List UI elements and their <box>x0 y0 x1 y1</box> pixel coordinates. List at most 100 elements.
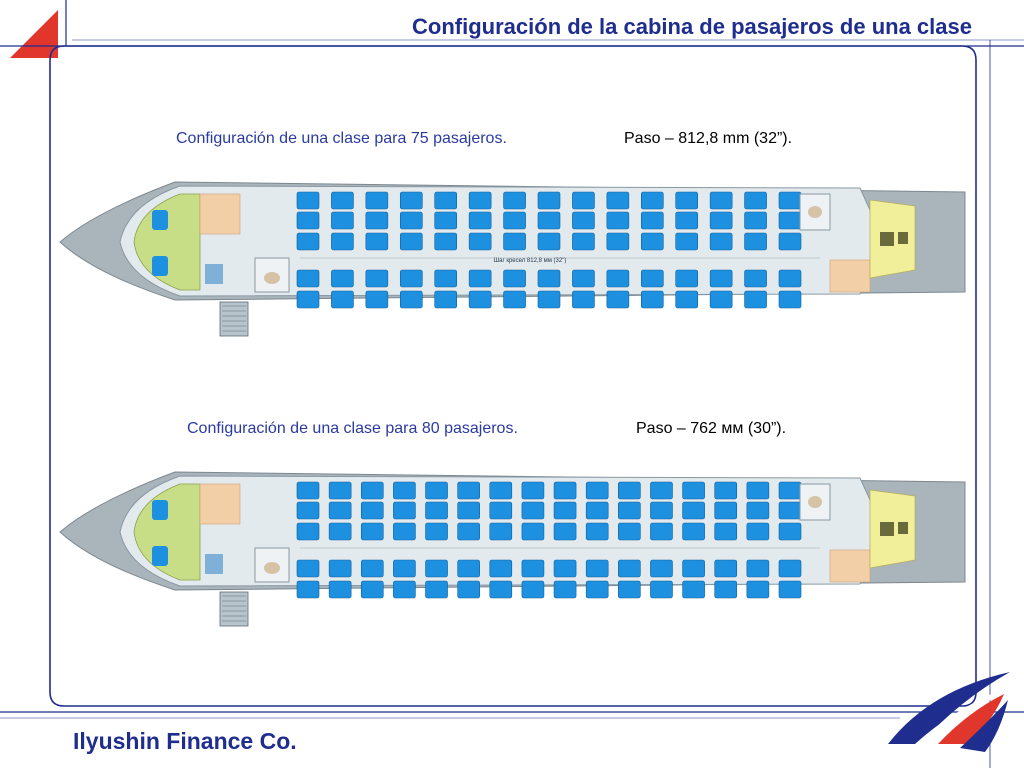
ilyushin-logo <box>888 672 1010 752</box>
passenger-seat <box>503 211 526 230</box>
lavatory-fixture <box>264 272 280 284</box>
passenger-seat <box>296 290 320 309</box>
passenger-seat <box>537 269 561 288</box>
passenger-seat <box>537 191 561 210</box>
passenger-seat <box>365 191 389 210</box>
passenger-seat <box>489 580 513 599</box>
passenger-seat <box>296 481 320 500</box>
passenger-seat <box>744 191 767 210</box>
passenger-seat <box>503 269 526 288</box>
passenger-seat <box>572 232 595 251</box>
passenger-seat <box>650 580 673 599</box>
passenger-seat <box>572 269 595 288</box>
cabin-diagram-80 <box>59 471 966 627</box>
passenger-seat <box>393 481 416 500</box>
passenger-seat <box>682 481 705 500</box>
passenger-seat <box>537 211 561 230</box>
passenger-seat <box>553 501 577 520</box>
passenger-seat <box>425 522 448 541</box>
passenger-seat <box>714 580 738 599</box>
passenger-seat <box>296 211 320 230</box>
passenger-seat <box>360 501 384 520</box>
passenger-seat <box>328 522 352 541</box>
passenger-seat <box>434 232 458 251</box>
passenger-seat <box>709 269 733 288</box>
passenger-seat <box>606 211 630 230</box>
passenger-seat <box>365 290 389 309</box>
passenger-seat <box>328 481 352 500</box>
passenger-seat <box>675 191 699 210</box>
passenger-seat <box>606 269 630 288</box>
passenger-seat <box>778 481 802 500</box>
passenger-seat <box>503 290 526 309</box>
passenger-seat <box>365 232 389 251</box>
passenger-seat <box>640 232 664 251</box>
passenger-seat <box>360 522 384 541</box>
passenger-seat <box>457 481 480 500</box>
passenger-seat <box>650 522 673 541</box>
passenger-seat <box>296 232 320 251</box>
passenger-seat <box>468 290 492 309</box>
service-unit <box>205 554 223 574</box>
passenger-seat <box>393 580 416 599</box>
passenger-seat <box>640 290 664 309</box>
passenger-seat <box>399 191 423 210</box>
passenger-seat <box>360 580 384 599</box>
passenger-seat <box>434 269 458 288</box>
passenger-seat <box>331 191 354 210</box>
passenger-seat <box>425 501 448 520</box>
passenger-seat <box>328 580 352 599</box>
page-title: Configuración de la cabina de pasajeros … <box>412 14 972 39</box>
passenger-seat <box>778 522 802 541</box>
passenger-seat <box>296 559 320 578</box>
passenger-seat <box>399 232 423 251</box>
passenger-seat <box>425 580 448 599</box>
passenger-seat <box>399 211 423 230</box>
passenger-seat <box>296 501 320 520</box>
rear-lavatory-fixture <box>808 496 822 508</box>
rear-galley <box>829 549 871 583</box>
passenger-seat <box>521 501 545 520</box>
passenger-seat <box>393 501 416 520</box>
passenger-seat <box>675 269 699 288</box>
passenger-seat <box>675 232 699 251</box>
passenger-seat <box>553 580 577 599</box>
passenger-seat <box>746 559 770 578</box>
passenger-seat <box>521 559 545 578</box>
passenger-seat <box>468 191 492 210</box>
cabin-diagram-75: Шаг кресел 812,8 мм (32") <box>59 181 966 337</box>
corner-logo-triangle <box>10 10 58 58</box>
layout-75-pitch: Paso – 812,8 mm (32”). <box>624 130 793 147</box>
passenger-seat <box>521 481 545 500</box>
service-unit <box>205 264 223 284</box>
passenger-seat <box>331 269 354 288</box>
passenger-seat <box>393 559 416 578</box>
passenger-seat <box>328 501 352 520</box>
passenger-seat <box>778 191 802 210</box>
passenger-seat <box>457 501 480 520</box>
cargo-item <box>898 232 908 244</box>
passenger-seat <box>503 191 526 210</box>
passenger-seat <box>618 522 641 541</box>
passenger-seat <box>537 290 561 309</box>
pilot-seat <box>152 256 168 276</box>
passenger-seat <box>457 559 480 578</box>
galley <box>199 193 241 235</box>
passenger-seat <box>618 580 641 599</box>
passenger-seat <box>296 191 320 210</box>
lavatory-fixture <box>264 562 280 574</box>
passenger-seat <box>606 232 630 251</box>
passenger-seat <box>778 232 802 251</box>
passenger-seat <box>714 522 738 541</box>
passenger-seat <box>360 559 384 578</box>
rear-lavatory-fixture <box>808 206 822 218</box>
cockpit <box>133 193 201 291</box>
rear-galley <box>829 259 871 293</box>
passenger-seat <box>503 232 526 251</box>
passenger-seat <box>606 290 630 309</box>
passenger-seat <box>425 481 448 500</box>
passenger-seat <box>331 290 354 309</box>
passenger-seat <box>640 211 664 230</box>
passenger-seat <box>553 481 577 500</box>
pitch-label: Шаг кресел 812,8 мм (32") <box>494 258 567 264</box>
